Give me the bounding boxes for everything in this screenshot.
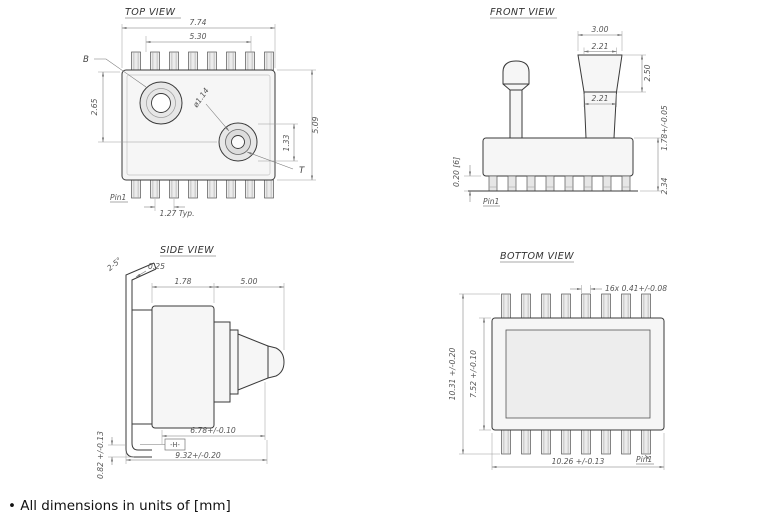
side-view-package-body	[151, 305, 215, 429]
dim-bottom-body-depth: 7.52 +/-0.10	[469, 350, 478, 398]
dim-side-body-thickness: 1.78	[175, 277, 192, 286]
top-view-title: TOP VIEW	[125, 7, 176, 18]
front-pin1-label: Pin1	[483, 197, 499, 206]
dim-front-body-height: 1.78+/-0.05	[660, 105, 669, 151]
dim-side-body-to-tip: 6.78+/-0.10	[190, 426, 236, 435]
bottom-view-package-body	[491, 317, 665, 431]
bottom-view: BOTTOM VIEW 16x 0.41+/-0.08	[448, 251, 667, 470]
dim-top-lead-pitch: 1.27 Typ.	[159, 209, 194, 218]
bottom-view-pins-bottom-row	[501, 429, 651, 455]
dim-bottom-overall-depth: 10.31 +/-0.20	[448, 347, 457, 400]
dim-front-lead-standoff: 0.20 [6]	[452, 157, 461, 187]
front-view-pins	[468, 175, 638, 192]
dim-side-overall-length: 9.32+/-0.20	[175, 451, 221, 460]
dim-bottom-lead-width: 16x 0.41+/-0.08	[605, 284, 667, 293]
dim-front-port-height: 2.50	[643, 64, 652, 81]
dim-front-port-lower-width: 2.21	[592, 94, 609, 103]
dim-top-inner-width: 5.30	[190, 32, 207, 41]
top-view-pins-bottom-row	[131, 179, 274, 199]
dim-side-port-length: 5.00	[241, 277, 258, 286]
bottom-pin1-label: Pin1	[636, 455, 652, 464]
bottom-view-title: BOTTOM VIEW	[500, 251, 574, 262]
front-view-port-barb	[502, 60, 530, 139]
top-view: TOP VIEW	[83, 7, 320, 218]
top-view-pins-top-row	[131, 51, 274, 71]
side-view-port-barb	[213, 321, 285, 403]
front-view-package-body	[482, 137, 634, 177]
bottom-view-dimensions: 16x 0.41+/-0.08 10.31 +/-0.20 7.52 +/-0.…	[448, 284, 667, 470]
dim-top-body-depth: 5.09	[311, 116, 320, 133]
dim-side-lead-angle: 2-5°	[105, 255, 123, 272]
dim-top-port-offset: 2.65	[90, 98, 99, 115]
dim-top-overall-width: 7.74	[190, 18, 207, 27]
top-view-port-b	[139, 81, 183, 125]
side-view-title: SIDE VIEW	[160, 245, 214, 256]
label-b: B	[83, 55, 89, 65]
front-view: FRONT VIEW 3.00	[452, 7, 669, 207]
dim-top-port-to-edge: 1.33	[282, 134, 291, 151]
dim-front-overall-height: 2.34	[660, 177, 669, 194]
dim-side-lead-thickness: 0.25	[148, 262, 165, 271]
side-view: SIDE VIEW 2-5° 0.25 1	[96, 245, 285, 479]
top-view-port-t	[218, 122, 258, 162]
label-t: T	[299, 166, 305, 176]
dim-side-lead-foot: 0.82 +/-0.13	[96, 431, 105, 479]
front-view-title: FRONT VIEW	[490, 7, 555, 18]
units-note: • All dimensions in units of [mm]	[8, 498, 231, 514]
bottom-view-pins-top-row	[501, 293, 651, 319]
dim-front-port-top-width: 3.00	[592, 25, 609, 34]
front-view-dimensions: 3.00 2.21 2.50 2.21 0.20 [6]	[452, 25, 669, 207]
datum-h-label: -H-	[170, 441, 180, 449]
top-pin1-label: Pin1	[110, 193, 126, 202]
dim-front-port-upper-width: 2.21	[592, 42, 609, 51]
dim-bottom-body-width: 10.26 +/-0.13	[552, 457, 605, 466]
